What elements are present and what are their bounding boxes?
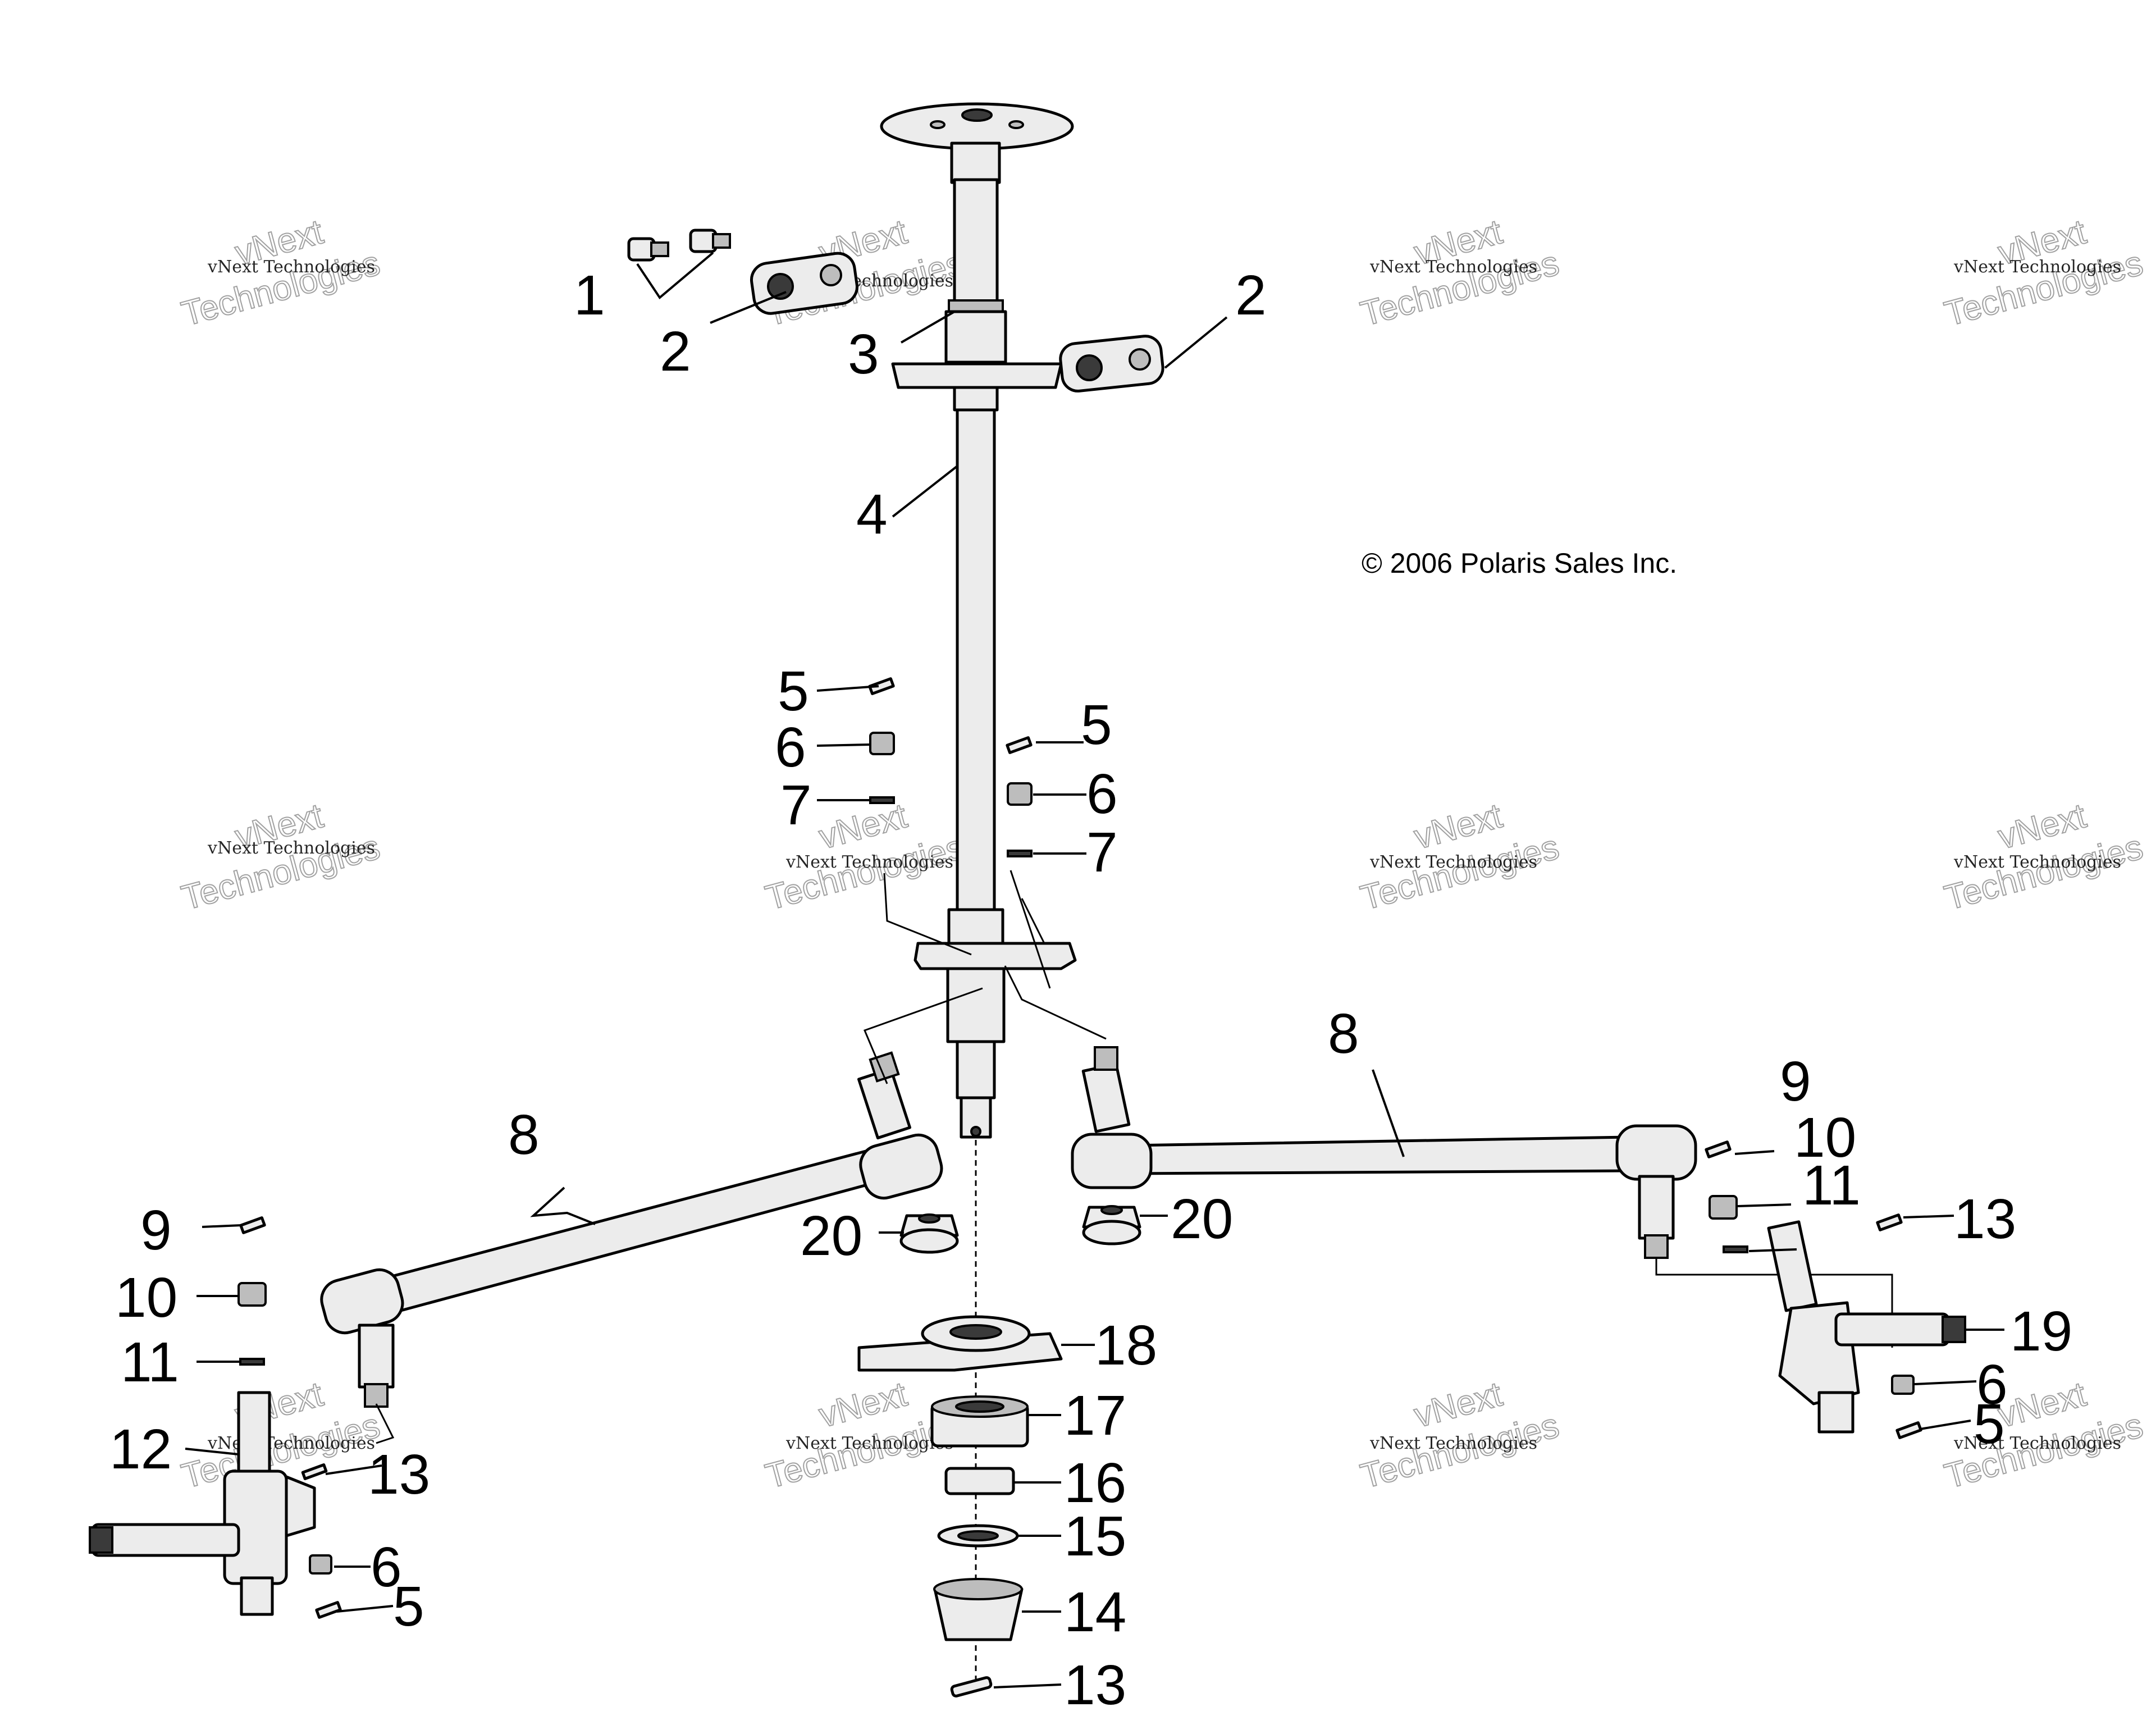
watermark-text: vNext Technologies (1953, 852, 2121, 872)
callout-5-right: 5 (1974, 1393, 2005, 1455)
callout-20-left: 20 (800, 1204, 862, 1267)
callout-19: 19 (2010, 1300, 2072, 1363)
callout-5-upper-left: 5 (778, 660, 809, 723)
callout-7-upper-right: 7 (1086, 821, 1118, 884)
watermark-text: vNext Technologies (207, 257, 375, 277)
callout-12: 12 (109, 1418, 172, 1481)
column-spindle (956, 1040, 996, 1099)
tie-rod-right (1071, 1046, 1697, 1259)
u-joint-right (1059, 335, 1164, 393)
callout-20-right: 20 (1171, 1188, 1233, 1251)
column-upper-tube (953, 178, 999, 316)
callout-11-right: 11 (1802, 1154, 1861, 1217)
callout-8-right: 8 (1328, 1002, 1359, 1065)
watermark-text: vNext Technologies (785, 1434, 953, 1453)
callout-10-left: 10 (115, 1266, 177, 1329)
watermark-text: vNext Technologies (1369, 852, 1537, 872)
bolts (627, 229, 731, 262)
watermark-text: vNext Technologies (1953, 257, 2121, 277)
callout-11-left: 11 (121, 1331, 179, 1394)
callout-5-upper-right: 5 (1081, 693, 1112, 756)
watermark-text: vNext Technologies (785, 852, 953, 872)
callout-6-upper-right: 6 (1086, 763, 1118, 825)
connection-lines (375, 870, 1893, 1444)
callout-15: 15 (1064, 1505, 1126, 1568)
column-lower-housing (946, 967, 1006, 1043)
spindle-axle (1834, 1312, 1950, 1347)
right-spindle (1705, 1140, 1966, 1439)
watermark-text: vNext Technologies (1369, 1434, 1537, 1453)
column-upper-bracket (891, 362, 1063, 389)
callout-6-upper-left: 6 (775, 716, 806, 779)
copyright-notice: © 2006 Polaris Sales Inc. (1362, 547, 1677, 579)
callout-10-right: 10 (1794, 1106, 1856, 1169)
steering-column (880, 102, 1077, 1679)
callout-3: 3 (848, 323, 879, 386)
seal (944, 1467, 1015, 1495)
column-lower-bracket (913, 942, 1077, 970)
callout-18: 18 (1095, 1314, 1157, 1377)
watermark-text: vNext Technologies (207, 838, 375, 858)
callout-9-left: 9 (140, 1199, 172, 1262)
callout-7-upper-left: 7 (780, 774, 812, 837)
callout-4: 4 (856, 483, 888, 546)
watermark-text: vNext Technologies (1369, 257, 1537, 277)
callout-2-right: 2 (1235, 264, 1267, 327)
callout-5-lower-left: 5 (393, 1575, 424, 1638)
tie-rod-left (320, 1051, 943, 1408)
callout-13-left: 13 (368, 1443, 430, 1506)
callout-13-bottom: 13 (1064, 1654, 1126, 1717)
lower-bearing-stack (857, 1315, 1063, 1697)
leader-lines (185, 252, 2004, 1689)
callout-14: 14 (1064, 1581, 1126, 1644)
callout-1: 1 (574, 264, 605, 327)
column-bushing (944, 310, 1007, 364)
callout-6-lower-left: 6 (371, 1536, 402, 1599)
u-joint-left (750, 252, 858, 315)
steering-post-shaft (956, 408, 996, 917)
watermarks: vNext Technologies vNext Technologies vN… (177, 212, 2147, 1496)
callout-8-left: 8 (508, 1103, 540, 1166)
callout-6-right: 6 (1976, 1353, 2008, 1416)
watermark-text: vNext Technologies (207, 1434, 375, 1453)
callout-17: 17 (1064, 1384, 1126, 1447)
callout-16: 16 (1064, 1452, 1126, 1514)
callout-13-right: 13 (1954, 1188, 2016, 1251)
callout-9-right: 9 (1780, 1050, 1811, 1113)
callout-labels: 1 2 2 3 4 5 6 7 5 6 7 8 8 9 10 11 12 13 … (109, 264, 2072, 1717)
watermark-text: vNext Technologies (1953, 1434, 2121, 1453)
spindle-axle (91, 1523, 240, 1557)
flange-nuts (899, 1205, 1141, 1254)
column-top-collar (950, 142, 1001, 184)
left-spindle (89, 1216, 342, 1619)
callout-2-left: 2 (660, 320, 691, 383)
column-hardware (868, 677, 1033, 857)
